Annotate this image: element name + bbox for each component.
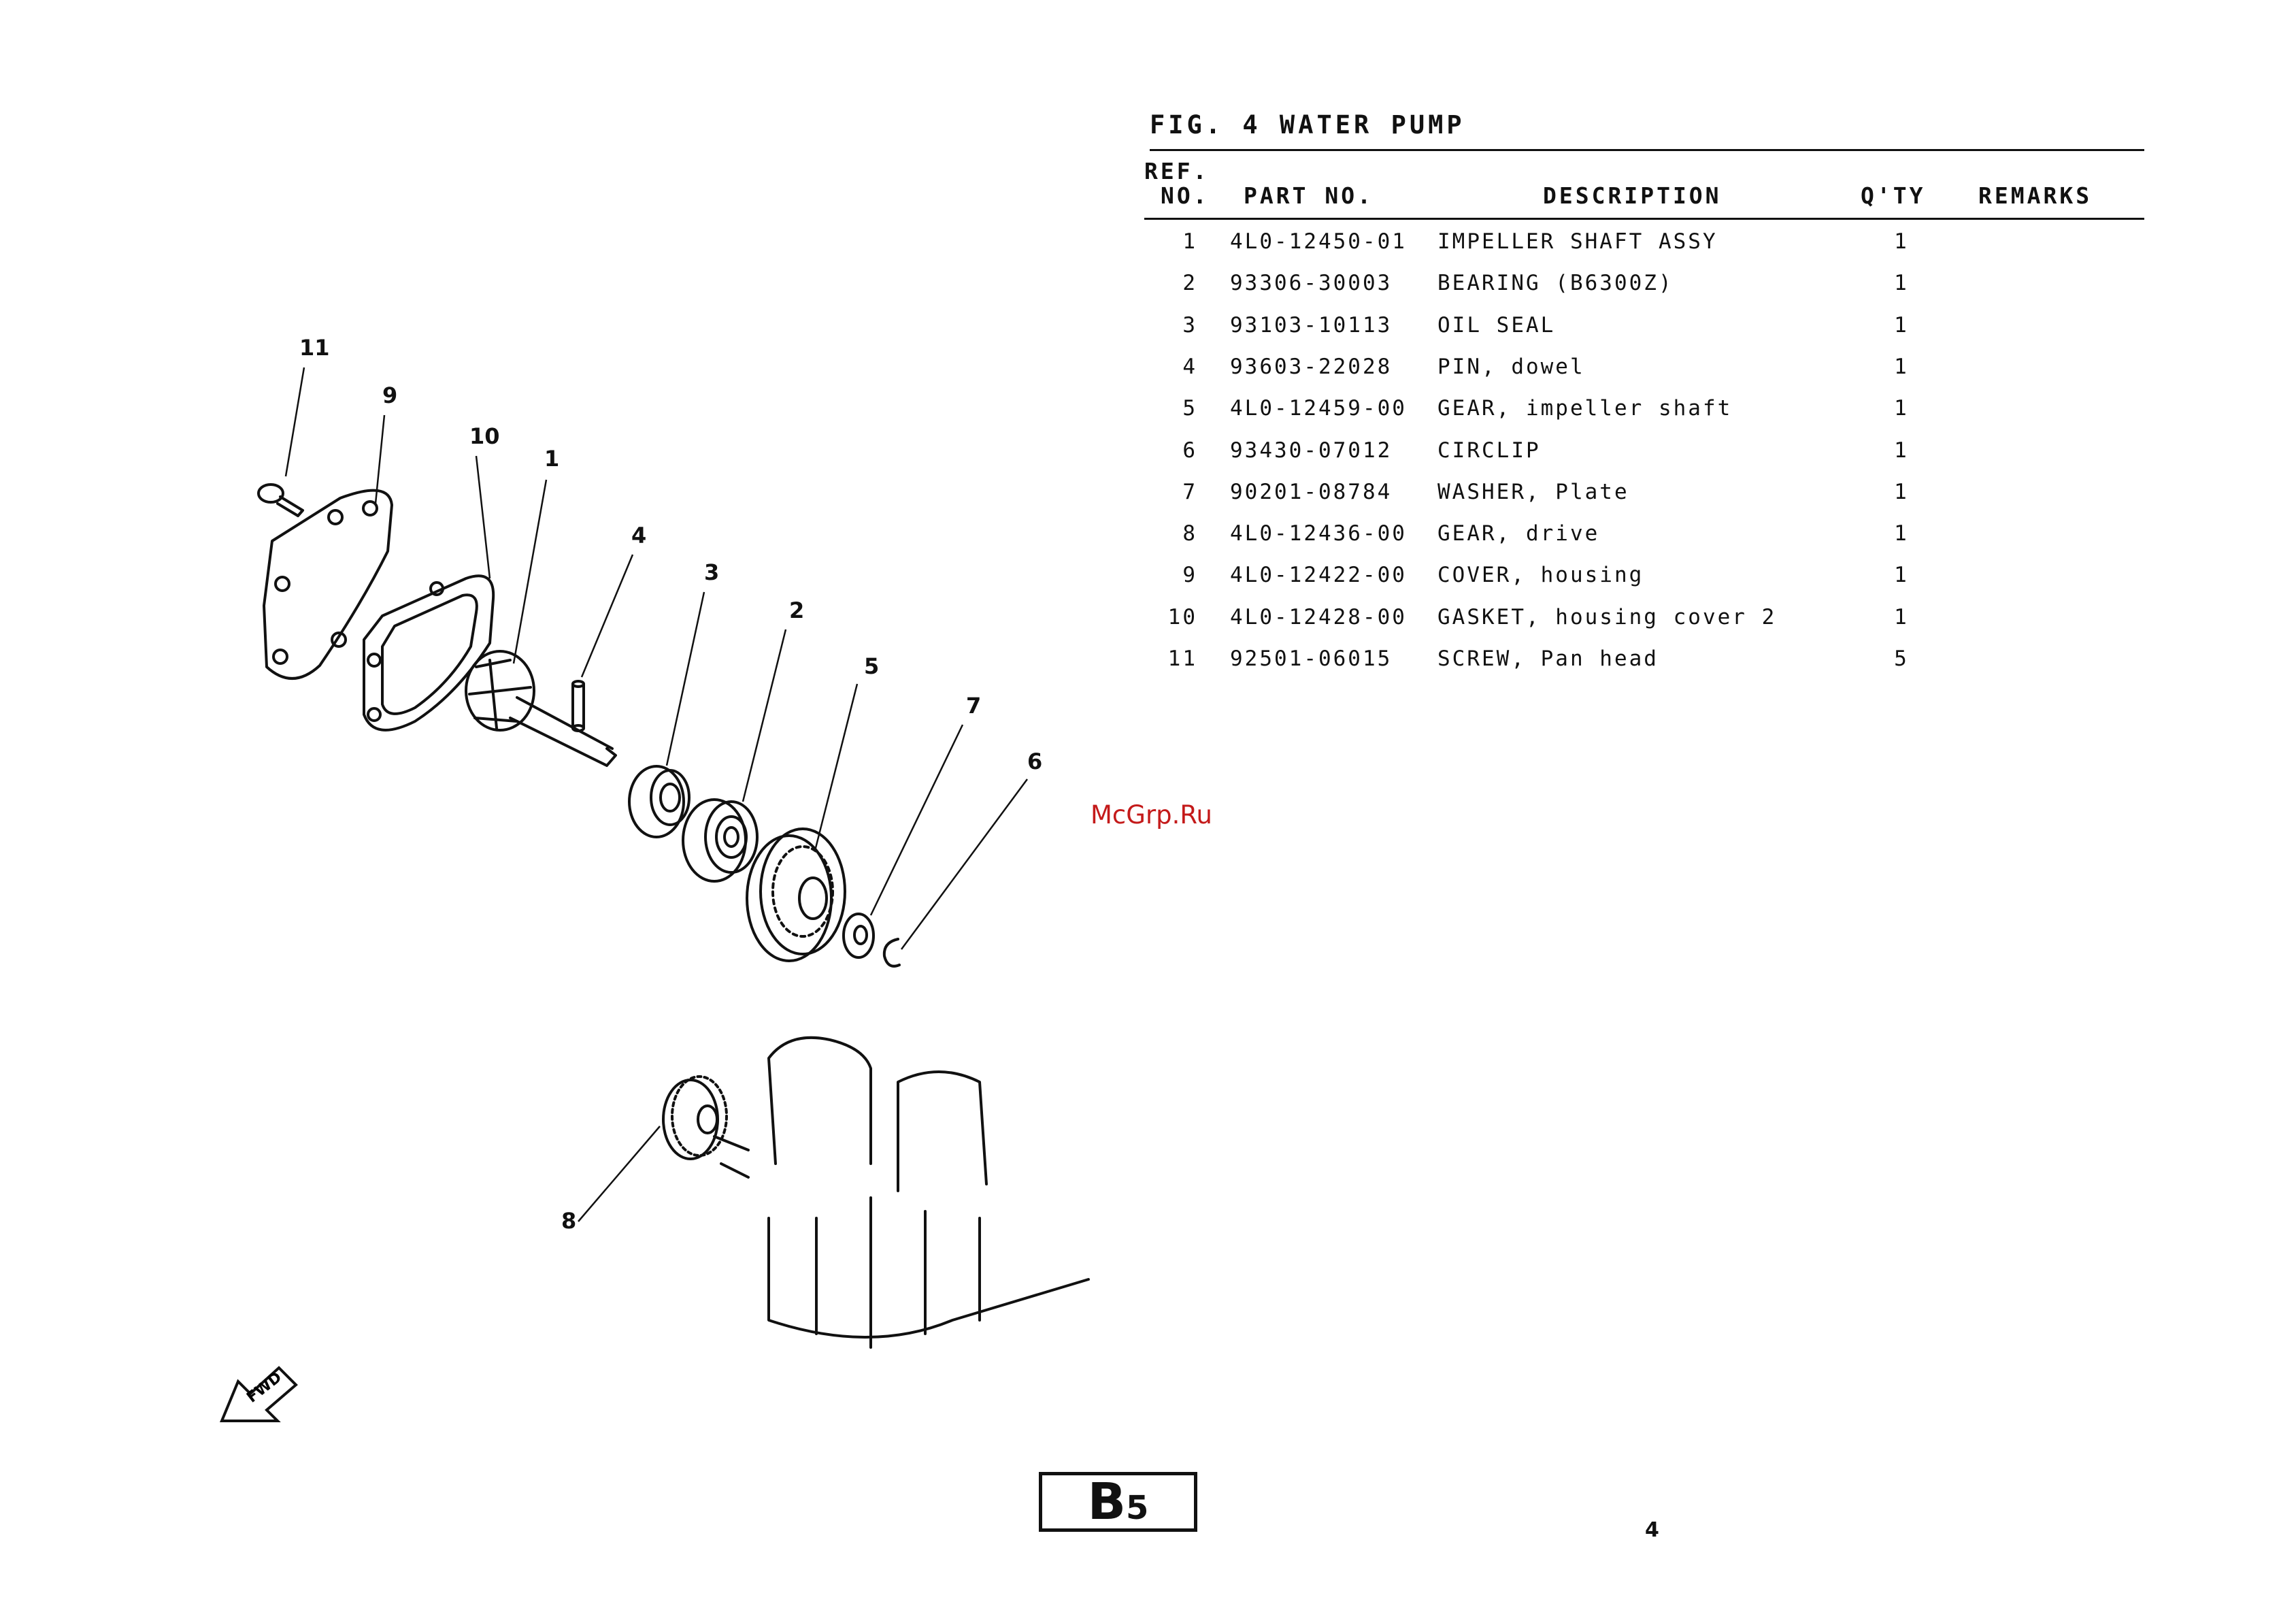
part-number-cell: 90201-08784 bbox=[1230, 479, 1393, 504]
quantity-cell: 1 bbox=[1894, 521, 1909, 546]
callout-7: 7 bbox=[966, 693, 981, 719]
description-cell: BEARING (B6300Z) bbox=[1437, 271, 1674, 296]
washer-part bbox=[842, 913, 875, 959]
callout-10: 10 bbox=[469, 423, 500, 449]
part-number-cell: 93306-30003 bbox=[1230, 271, 1393, 296]
screw-part bbox=[257, 483, 304, 517]
part-number-cell: 4L0-12450-01 bbox=[1230, 229, 1407, 254]
header-ref-line1: REF. bbox=[1144, 158, 1210, 184]
drive-gear-part bbox=[662, 1075, 750, 1179]
gasket-part bbox=[363, 574, 495, 732]
figure-title: FIG. 4 WATER PUMP bbox=[1150, 110, 1465, 140]
quantity-cell: 1 bbox=[1894, 604, 1909, 629]
section-badge-number: 5 bbox=[1126, 1489, 1149, 1527]
description-cell: IMPELLER SHAFT ASSY bbox=[1437, 229, 1718, 254]
oil-seal-part bbox=[628, 765, 691, 838]
header-ref-line2: NO. bbox=[1161, 182, 1210, 209]
quantity-cell: 1 bbox=[1894, 438, 1909, 463]
ref-cell: 2 bbox=[1182, 271, 1197, 296]
part-number-cell: 4L0-12428-00 bbox=[1230, 604, 1407, 629]
quantity-cell: 1 bbox=[1894, 563, 1909, 588]
section-badge-letter: B bbox=[1087, 1473, 1126, 1531]
callout-11: 11 bbox=[299, 335, 330, 361]
description-cell: PIN, dowel bbox=[1437, 354, 1585, 379]
description-cell: GEAR, drive bbox=[1437, 521, 1600, 546]
impeller-shaft-part bbox=[465, 650, 617, 767]
dowel-pin-part bbox=[571, 680, 585, 732]
title-rule bbox=[1150, 149, 2144, 151]
watermark: McGrp.Ru bbox=[1091, 800, 1212, 830]
callout-8: 8 bbox=[561, 1208, 576, 1234]
housing-cover-part bbox=[263, 489, 393, 680]
description-cell: GASKET, housing cover 2 bbox=[1437, 604, 1777, 629]
fwd-arrow bbox=[220, 1366, 298, 1422]
callout-4: 4 bbox=[631, 523, 646, 548]
callout-5: 5 bbox=[864, 653, 879, 679]
part-number-cell: 92501-06015 bbox=[1230, 646, 1393, 671]
callout-2: 2 bbox=[789, 597, 804, 623]
quantity-cell: 1 bbox=[1894, 479, 1909, 504]
description-cell: WASHER, Plate bbox=[1437, 479, 1629, 504]
header-rule bbox=[1144, 218, 2144, 220]
leader-lines bbox=[284, 367, 1029, 1222]
ref-cell: 7 bbox=[1182, 479, 1197, 504]
ref-cell: 11 bbox=[1167, 646, 1197, 671]
ref-cell: 4 bbox=[1182, 354, 1197, 379]
ref-cell: 5 bbox=[1182, 396, 1197, 421]
quantity-cell: 1 bbox=[1894, 396, 1909, 421]
ref-cell: 6 bbox=[1182, 438, 1197, 463]
part-number-cell: 4L0-12436-00 bbox=[1230, 521, 1407, 546]
callout-3: 3 bbox=[704, 559, 719, 585]
header-part-no: PART NO. bbox=[1244, 182, 1374, 209]
ref-cell: 10 bbox=[1167, 604, 1197, 629]
header-qty: Q'TY bbox=[1861, 182, 1926, 209]
part-number-cell: 93603-22028 bbox=[1230, 354, 1393, 379]
part-number-cell: 93103-10113 bbox=[1230, 312, 1393, 338]
quantity-cell: 1 bbox=[1894, 271, 1909, 296]
ref-cell: 9 bbox=[1182, 563, 1197, 588]
impeller-gear-part bbox=[746, 827, 846, 962]
circlip-part bbox=[882, 938, 901, 968]
bearing-part bbox=[682, 798, 759, 883]
header-description: DESCRIPTION bbox=[1543, 182, 1722, 209]
header-remarks: REMARKS bbox=[1978, 182, 2093, 209]
description-cell: CIRCLIP bbox=[1437, 438, 1541, 463]
page-number: 4 bbox=[1645, 1518, 1659, 1542]
part-number-cell: 93430-07012 bbox=[1230, 438, 1393, 463]
callout-9: 9 bbox=[382, 382, 397, 408]
section-badge: B 5 bbox=[1039, 1472, 1197, 1532]
quantity-cell: 1 bbox=[1894, 229, 1909, 254]
ref-cell: 3 bbox=[1182, 312, 1197, 338]
callout-1: 1 bbox=[544, 446, 559, 472]
quantity-cell: 5 bbox=[1894, 646, 1909, 671]
quantity-cell: 1 bbox=[1894, 312, 1909, 338]
quantity-cell: 1 bbox=[1894, 354, 1909, 379]
description-cell: SCREW, Pan head bbox=[1437, 646, 1659, 671]
callout-6: 6 bbox=[1027, 749, 1042, 774]
ref-cell: 1 bbox=[1182, 229, 1197, 254]
crankshaft-part bbox=[767, 1036, 1090, 1349]
description-cell: GEAR, impeller shaft bbox=[1437, 396, 1733, 421]
description-cell: OIL SEAL bbox=[1437, 312, 1556, 338]
part-number-cell: 4L0-12422-00 bbox=[1230, 563, 1407, 588]
ref-cell: 8 bbox=[1182, 521, 1197, 546]
part-number-cell: 4L0-12459-00 bbox=[1230, 396, 1407, 421]
description-cell: COVER, housing bbox=[1437, 563, 1644, 588]
